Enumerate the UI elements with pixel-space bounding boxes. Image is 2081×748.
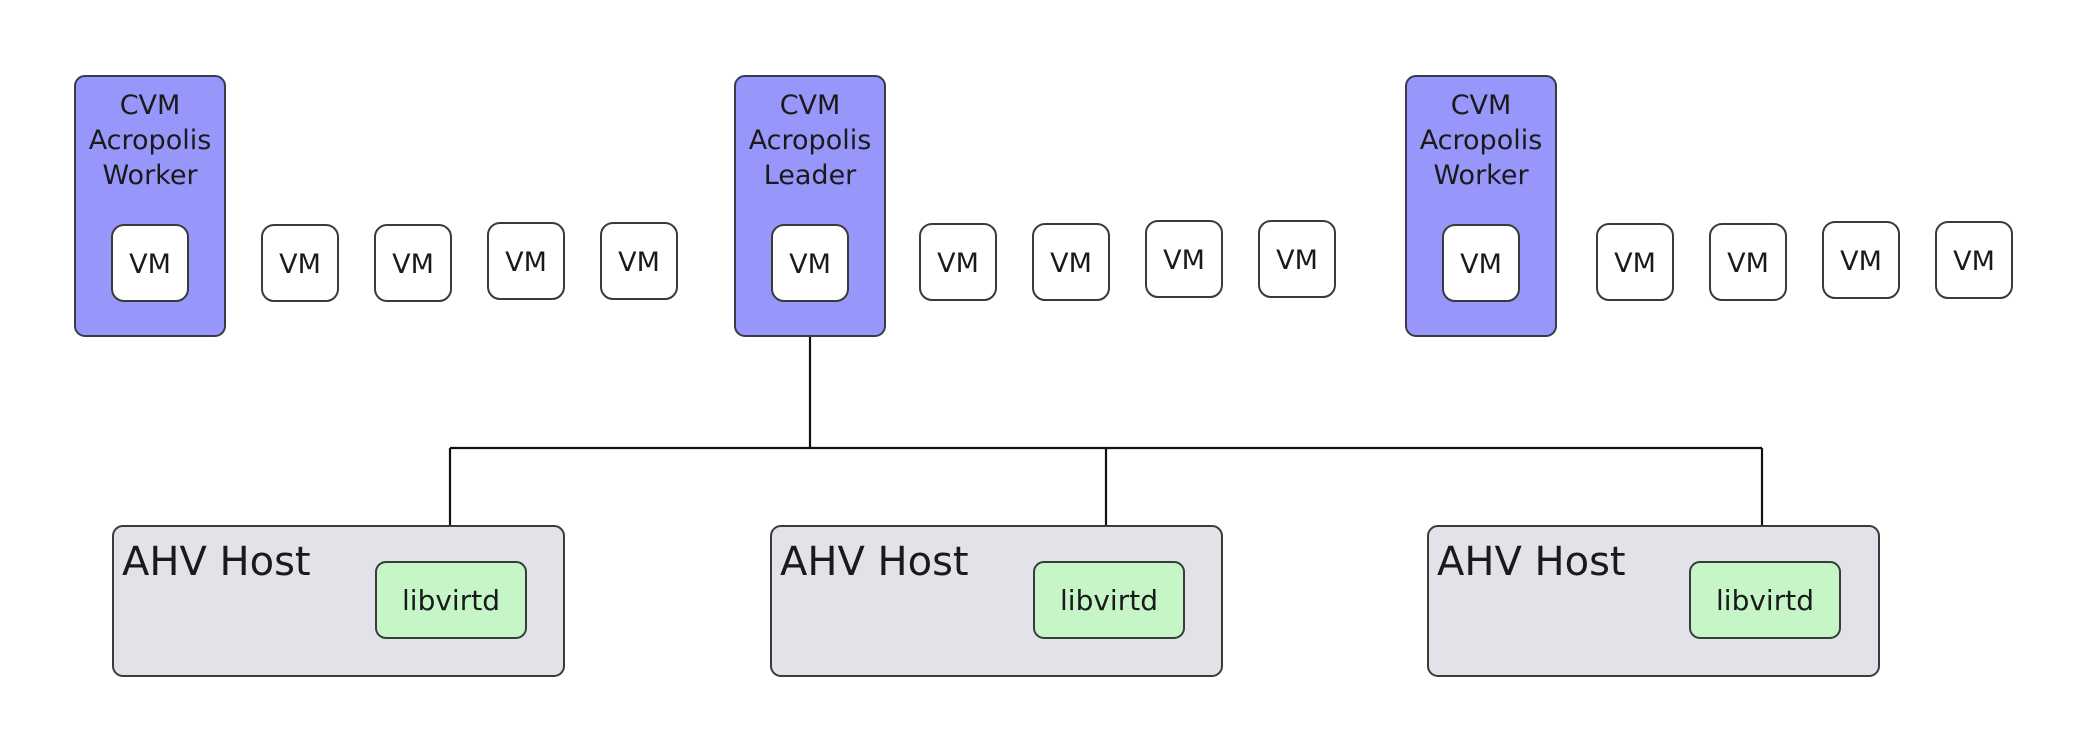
cvm-worker-2[interactable]: CVM Acropolis Worker VM xyxy=(1405,75,1557,337)
host-label: AHV Host xyxy=(122,539,311,585)
user-vm-group-3: VM VM VM VM xyxy=(1596,221,2013,301)
user-vm-group-2: VM VM VM VM xyxy=(919,220,1336,301)
cvm-leader[interactable]: CVM Acropolis Leader VM xyxy=(734,75,886,337)
cvm-vm-box[interactable] xyxy=(771,224,849,302)
user-vm-box xyxy=(919,223,997,301)
user-vm-label: VM xyxy=(1050,248,1092,279)
host-label: AHV Host xyxy=(1437,539,1626,585)
user-vm[interactable]: VM xyxy=(261,224,339,302)
user-vm-box xyxy=(1258,220,1336,298)
user-vm-label: VM xyxy=(1614,248,1656,279)
user-vm-box xyxy=(1822,221,1900,299)
libvirtd-block[interactable]: libvirtd xyxy=(1033,561,1185,639)
user-vm[interactable]: VM xyxy=(1709,223,1787,301)
cvm-vm-box[interactable] xyxy=(1442,224,1520,302)
user-vm-label: VM xyxy=(1727,248,1769,279)
leader-connectors xyxy=(448,336,1764,562)
user-vm-label: VM xyxy=(279,249,321,280)
user-vm[interactable]: VM xyxy=(1935,221,2013,299)
cvm-label-line: Acropolis xyxy=(89,125,212,156)
user-vm[interactable]: VM xyxy=(487,222,565,300)
user-vm-label: VM xyxy=(505,247,547,278)
user-vm-box xyxy=(374,224,452,302)
ahv-host-2[interactable]: AHV Host libvirtd xyxy=(770,525,1223,677)
user-vm-label: VM xyxy=(1953,246,1995,277)
user-vm[interactable]: VM xyxy=(600,222,678,300)
user-vm[interactable]: VM xyxy=(1145,220,1223,298)
libvirtd-label: libvirtd xyxy=(402,584,500,617)
user-vm-box xyxy=(261,224,339,302)
user-vm[interactable]: VM xyxy=(1596,223,1674,301)
cvm-label-line: Acropolis xyxy=(1420,125,1543,156)
cvm-label-line: Worker xyxy=(102,160,198,191)
libvirtd-box xyxy=(1689,561,1841,639)
user-vm-label: VM xyxy=(937,248,979,279)
user-vm-box xyxy=(1145,220,1223,298)
cvm-vm-label: VM xyxy=(129,249,171,280)
cvm-vm-label: VM xyxy=(789,249,831,280)
user-vm-label: VM xyxy=(1276,245,1318,276)
ahv-host-1[interactable]: AHV Host libvirtd xyxy=(112,525,565,677)
libvirtd-box xyxy=(1033,561,1185,639)
cvm-label-line: Acropolis xyxy=(749,125,872,156)
user-vm-box xyxy=(1032,223,1110,301)
user-vm-label: VM xyxy=(1163,245,1205,276)
user-vm-label: VM xyxy=(1840,246,1882,277)
cvm-label-line: Worker xyxy=(1433,160,1529,191)
user-vm-box xyxy=(487,222,565,300)
cvm-vm-label: VM xyxy=(1460,249,1502,280)
user-vm[interactable]: VM xyxy=(374,224,452,302)
user-vm-box xyxy=(1935,221,2013,299)
libvirtd-label: libvirtd xyxy=(1716,584,1814,617)
cvm-label-line: CVM xyxy=(780,90,841,121)
user-vm[interactable]: VM xyxy=(919,223,997,301)
ahv-host-3[interactable]: AHV Host libvirtd xyxy=(1427,525,1880,677)
user-vm-group-1: VM VM VM VM xyxy=(261,222,678,302)
user-vm-label: VM xyxy=(618,247,660,278)
cvm-vm-box[interactable] xyxy=(111,224,189,302)
user-vm-label: VM xyxy=(392,249,434,280)
libvirtd-block[interactable]: libvirtd xyxy=(1689,561,1841,639)
user-vm[interactable]: VM xyxy=(1032,223,1110,301)
cvm-label-line: CVM xyxy=(120,90,181,121)
cvm-label-line: Leader xyxy=(764,160,857,191)
host-label: AHV Host xyxy=(780,539,969,585)
user-vm-box xyxy=(1709,223,1787,301)
libvirtd-block[interactable]: libvirtd xyxy=(375,561,527,639)
user-vm[interactable]: VM xyxy=(1258,220,1336,298)
user-vm[interactable]: VM xyxy=(1822,221,1900,299)
libvirtd-box xyxy=(375,561,527,639)
cvm-label-line: CVM xyxy=(1451,90,1512,121)
user-vm-box xyxy=(600,222,678,300)
user-vm-box xyxy=(1596,223,1674,301)
cvm-worker-1[interactable]: CVM Acropolis Worker VM xyxy=(74,75,226,337)
libvirtd-label: libvirtd xyxy=(1060,584,1158,617)
